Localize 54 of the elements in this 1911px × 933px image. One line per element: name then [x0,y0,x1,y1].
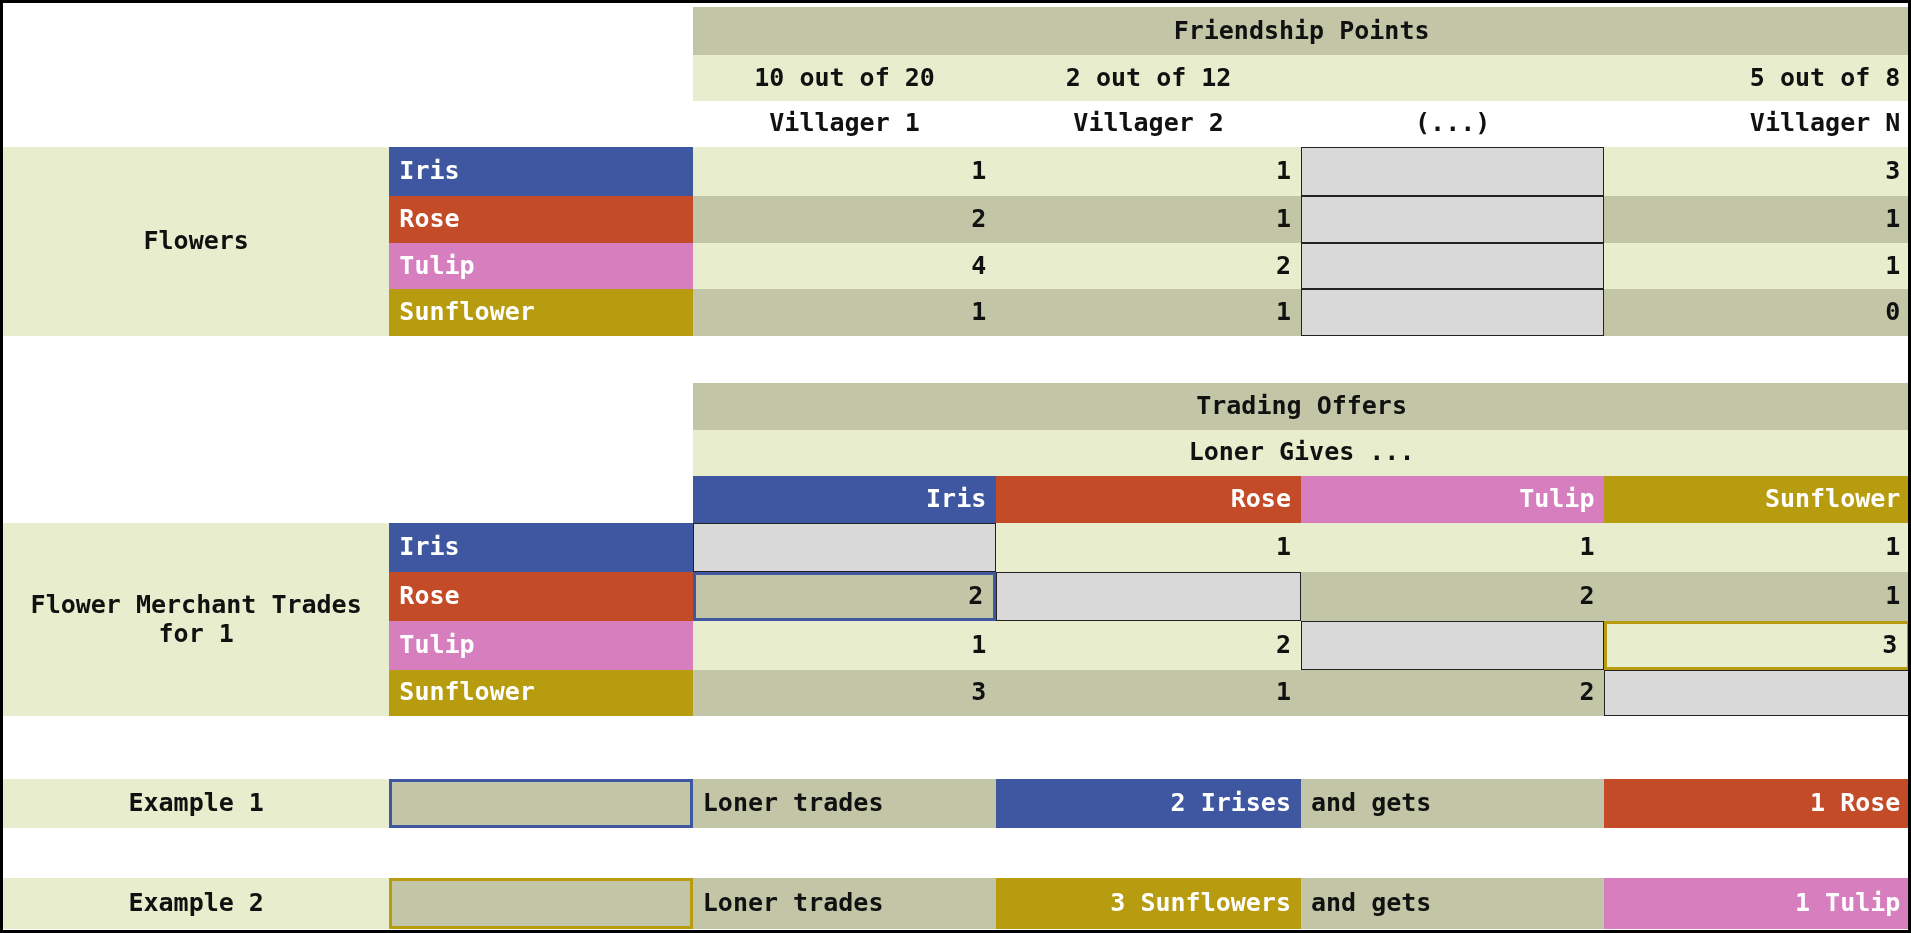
section-subtitle: Loner Gives ... [692,429,1908,476]
count-value: 1 [996,289,1301,336]
count-value: 2 [996,243,1301,290]
row-label: Sunflower [389,289,693,336]
example-text: 2 Irises [996,779,1301,829]
count-value: 2 [692,572,997,621]
example-text: Loner trades [692,779,997,829]
row-label: Tulip [389,620,693,670]
count-value: 1 [996,669,1301,716]
section-title: Trading Offers [692,383,1908,430]
count-value: 1 [1604,195,1908,244]
count-value: 1 [1604,523,1908,573]
column-header: Sunflower [1604,475,1908,524]
count-value: 1 [1300,523,1605,573]
points-label: 2 out of 12 [996,55,1301,101]
count-value: 3 [1604,620,1908,670]
count-value: 1 [996,523,1301,573]
row-label: Iris [389,523,693,573]
count-value: 2 [692,195,997,244]
count-value: 2 [1300,572,1605,621]
count-value: 0 [1604,289,1908,336]
example-text: Loner trades [692,878,997,930]
count-value: 3 [1604,146,1908,196]
column-header: Iris [692,475,997,524]
count-value: 3 [692,669,997,716]
count-value: 2 [996,620,1301,670]
count-value: 4 [692,243,997,290]
count-value: 1 [692,620,997,670]
row-label: Iris [389,146,693,196]
section-title: Friendship Points [692,6,1908,56]
example-label: Example 1 [3,779,390,829]
example-text: and gets [1300,878,1605,930]
count-value: 1 [996,146,1301,196]
row-group-label: Flower Merchant Trades for 1 [3,523,390,716]
row-label: Sunflower [389,669,693,716]
points-label: 5 out of 8 [1604,55,1908,101]
count-value: 1 [692,289,997,336]
row-label: Tulip [389,243,693,290]
row-group-label: Flowers [3,146,390,336]
count-value: 2 [1300,669,1605,716]
example-label: Example 2 [3,878,390,930]
column-header: Tulip [1300,475,1605,524]
points-label: 10 out of 20 [692,55,997,101]
count-value: 1 [996,195,1301,244]
example-text: and gets [1300,779,1605,829]
example-text: 1 Tulip [1604,878,1908,930]
row-label: Rose [389,195,693,244]
example-text: 3 Sunflowers [996,878,1301,930]
count-value: 1 [1604,243,1908,290]
example-text: 1 Rose [1604,779,1908,829]
count-value: 1 [1604,572,1908,621]
column-header: Rose [996,475,1301,524]
row-label: Rose [389,572,693,621]
count-value: 1 [692,146,997,196]
